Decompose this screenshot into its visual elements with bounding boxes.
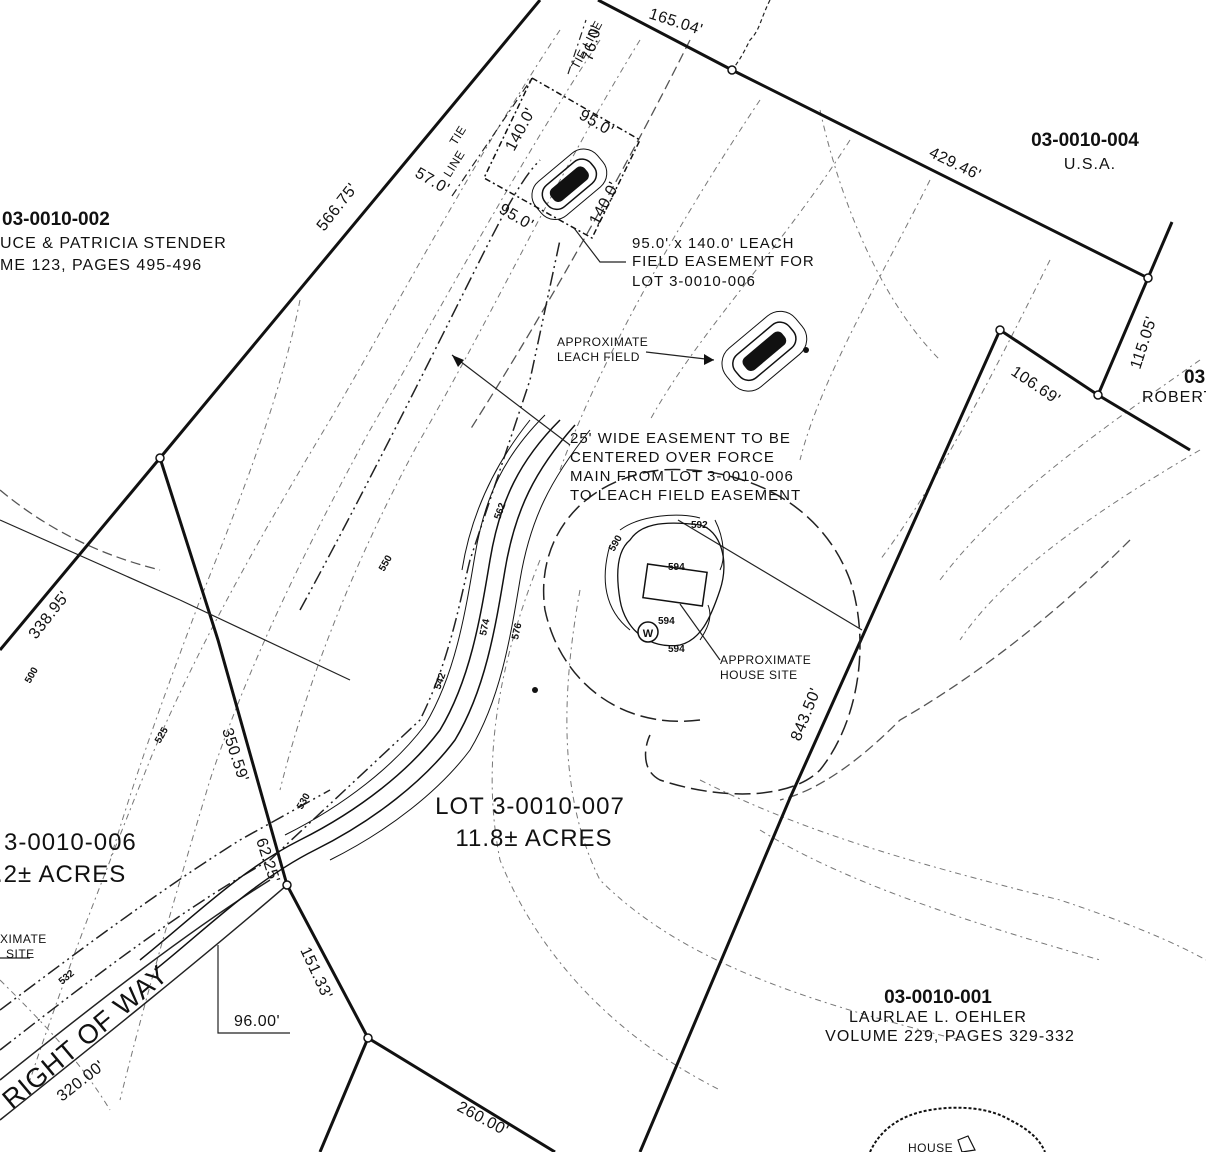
lot-002-id: 03-0010-002	[2, 209, 110, 230]
lot-001-volume: VOLUME 229, PAGES 329-332	[825, 1028, 1075, 1045]
contour-label-592: 592	[691, 520, 708, 531]
dim-165: 165.04'	[647, 6, 705, 39]
well-symbol: W	[643, 628, 654, 640]
dim-260: 260.00'	[454, 1099, 511, 1140]
leach-easement-note-3: LOT 3-0010-006	[632, 273, 756, 290]
adjacent-lot-003: 03 ROBERT	[1142, 367, 1206, 406]
dim-566: 566.75'	[314, 180, 362, 234]
contour-label-576: 576	[510, 622, 524, 641]
house-site: W	[543, 468, 861, 795]
leach-field-approx	[721, 310, 808, 392]
leach-easement-note-1: 95.0' x 140.0' LEACH	[632, 235, 794, 252]
adjacent-lot-004: 03-0010-004 U.S.A.	[1031, 130, 1139, 173]
dim-115: 115.05'	[1128, 314, 1161, 371]
lot-004-owner: U.S.A.	[1064, 156, 1116, 173]
contour-label-594-b: 594	[658, 616, 675, 627]
contour-lines	[0, 29, 1206, 1111]
dim-350: 350.59'	[218, 726, 251, 784]
lot-001-id: 03-0010-001	[884, 987, 992, 1008]
approx-house-note-2: HOUSE SITE	[720, 668, 798, 682]
right-of-way-label: RIGHT OF WAY	[0, 959, 174, 1115]
boundary-monuments	[155, 65, 1153, 1043]
dim-429: 429.46'	[926, 144, 983, 184]
adjacent-lot-001: 03-0010-001 LAURLAE L. OEHLER VOLUME 229…	[825, 987, 1075, 1045]
leader-lines	[0, 227, 721, 1034]
well-icon	[637, 621, 659, 643]
dim-151: 151.33'	[296, 945, 335, 1002]
dim-338: 338.95'	[26, 588, 74, 642]
main-lot-label: LOT 3-0010-007 11.8± ACRES	[435, 793, 625, 852]
contour-label-532: 532	[57, 968, 77, 987]
dim-96: 96.00'	[234, 1013, 280, 1030]
contour-label-550: 550	[377, 553, 395, 573]
approx-house-note-1: APPROXIMATE	[720, 653, 811, 667]
lot-002-volume: ME 123, PAGES 495-496	[0, 257, 202, 274]
dim-62: 62.25'	[252, 836, 282, 885]
approx-site-left-2: SITE	[6, 947, 35, 961]
leach-field-easement	[451, 19, 641, 240]
fence-line	[731, 0, 771, 71]
lot-001-owner: LAURLAE L. OEHLER	[849, 1009, 1027, 1026]
contour-label-594-c: 594	[668, 644, 685, 655]
contour-label-530: 530	[295, 791, 313, 811]
leach-easement-note-2: FIELD EASEMENT FOR	[632, 253, 815, 270]
lot-area: 11.8± ACRES	[455, 825, 612, 852]
house-label: HOUSE	[908, 1141, 953, 1152]
lot-004-id: 03-0010-004	[1031, 130, 1139, 151]
marker-point-2	[532, 687, 538, 693]
approx-site-left-1: XIMATE	[0, 932, 47, 946]
lot-003-id: 03	[1184, 367, 1205, 388]
wide-easement-note-1: 25' WIDE EASEMENT TO BE	[570, 430, 791, 447]
lot-006-id: 3-0010-006	[4, 829, 137, 856]
notes: 95.0' x 140.0' LEACH FIELD EASEMENT FOR …	[0, 18, 953, 1152]
tie-line-label-2b: LINE	[441, 148, 468, 180]
dim-95-b: 95.0'	[496, 201, 536, 234]
adjacent-lot-002: 03-0010-002 UCE & PATRICIA STENDER ME 12…	[0, 209, 227, 274]
dim-95-a: 95.0'	[576, 107, 616, 140]
wide-easement-note-4: TO LEACH FIELD EASEMENT	[570, 487, 801, 504]
contour-label-500: 500	[23, 665, 41, 685]
tie-line-label-2a: TIE	[447, 123, 470, 148]
dim-140-b: 140.0'	[587, 179, 624, 228]
contour-label-594-a: 594	[668, 562, 685, 573]
contour-label-574: 574	[478, 618, 492, 637]
lot-006-area: .2± ACRES	[0, 861, 126, 888]
adjacent-lot-006: 3-0010-006 .2± ACRES	[0, 829, 137, 888]
contour-label-562: 562	[492, 501, 508, 521]
dim-106: 106.69'	[1008, 363, 1064, 408]
lot-name: LOT 3-0010-007	[435, 793, 625, 820]
lot-003-owner: ROBERT	[1142, 389, 1206, 406]
approx-leach-note-1: APPROXIMATE	[557, 335, 648, 349]
contour-label-525: 525	[153, 725, 171, 745]
wide-easement-note-3: MAIN FROM LOT 3-0010-006	[570, 468, 794, 485]
marker-point	[803, 347, 809, 353]
force-main-and-driveway	[139, 414, 591, 971]
approx-leach-note-2: LEACH FIELD	[557, 350, 640, 364]
lot-002-owner: UCE & PATRICIA STENDER	[0, 235, 227, 252]
house-bottom-right	[869, 1106, 1046, 1152]
wide-easement-note-2: CENTERED OVER FORCE	[570, 449, 775, 466]
dim-76: 76.0'	[579, 23, 605, 63]
leach-field-top	[531, 148, 608, 220]
contour-label-542: 542	[432, 671, 448, 691]
